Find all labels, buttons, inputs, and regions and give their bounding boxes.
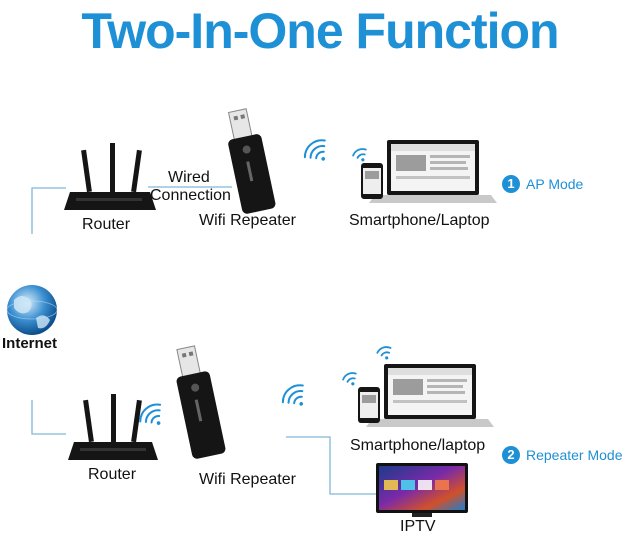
repeater-to-tv-line: [286, 436, 376, 495]
wired-connection-label-line1: Wired: [168, 169, 210, 186]
laptop-icon: [369, 140, 497, 203]
bottom-clients-label: Smartphone/laptop: [350, 437, 486, 454]
usb-repeater-icon: [227, 108, 276, 214]
wifi-signal-icon: [139, 403, 162, 425]
laptop-icon: [366, 364, 494, 427]
ap-mode-label: AP Mode: [526, 176, 584, 192]
mode-number-1: 1: [502, 175, 520, 193]
repeater-mode-badge: 2 Repeater Mode: [502, 446, 623, 464]
connector-lines: [31, 186, 376, 495]
smartphone-icon: [358, 387, 380, 423]
top-router-label: Router: [82, 216, 131, 233]
wifi-signal-icon: [303, 139, 326, 161]
usb-repeater-icon: [176, 345, 226, 459]
wifi-signal-icon: [281, 384, 304, 406]
mode-number-2: 2: [502, 446, 520, 464]
top-repeater-label: Wifi Repeater: [199, 212, 296, 229]
tv-icon: [376, 463, 468, 517]
repeater-mode-label: Repeater Mode: [526, 447, 623, 463]
wired-connection-label-line2: Connection: [150, 187, 231, 204]
wifi-signal-icon: [342, 372, 357, 386]
bottom-router-label: Router: [88, 466, 137, 483]
router-icon: [68, 394, 158, 460]
ap-mode-badge: 1 AP Mode: [502, 175, 583, 193]
bottom-repeater-label: Wifi Repeater: [199, 471, 296, 488]
internet-label: Internet: [2, 335, 58, 352]
top-clients-label: Smartphone/Laptop: [349, 212, 490, 229]
page-title: Two-In-One Function: [81, 3, 559, 59]
internet-to-bottom-router-line: [31, 400, 66, 435]
router-icon: [64, 143, 156, 210]
globe-icon: [6, 285, 58, 335]
iptv-label: IPTV: [400, 518, 436, 535]
smartphone-icon: [361, 163, 383, 199]
wifi-signal-icon: [352, 148, 367, 162]
internet-to-top-router-line: [31, 187, 66, 234]
wifi-signal-icon: [376, 346, 392, 360]
